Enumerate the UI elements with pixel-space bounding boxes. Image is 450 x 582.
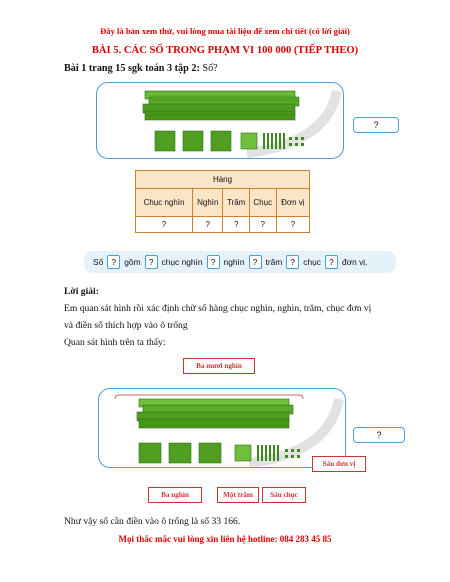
solution-heading: Lời giải: [64,286,99,297]
blocks-illustration-2 [114,394,344,467]
place-value-table: Hàng Chục nghìn Nghìn Trăm Chục Đơn vị ?… [134,170,311,233]
label-sau-chuc: Sáu chục [262,487,306,503]
word-chuc: chục [303,257,321,267]
hundred-flat [240,132,258,150]
col-nghin: Nghìn [192,188,224,217]
solution-conclusion: Như vậy số cần điền vào ô trống là số 33… [64,516,241,527]
lesson-title: BÀI 5. CÁC SỐ TRONG PHẠM VI 100 000 (TIẾ… [91,45,359,56]
unit-cubes-2 [285,449,300,458]
cell-tram[interactable]: ? [222,216,250,233]
col-tram: Trăm [222,188,250,217]
col-don-vi: Đơn vị [275,188,311,217]
word-don-vi: đơn vị. [341,257,368,267]
solution-line-3: Quan sát hình trên ta thấy: [64,337,166,348]
blank-3[interactable]: ? [206,255,220,269]
thousand-blocks [154,130,232,152]
col-chuc-nghin: Chục nghìn [134,188,194,217]
table-header: Hàng [135,170,310,189]
cell-nghin[interactable]: ? [192,216,224,233]
thousand-blocks-2 [138,442,222,464]
exercise-label: Bài 1 trang 15 sgk toán 3 tập 2: [64,63,200,74]
word-nghin: nghìn [223,257,245,267]
tens-rods [263,133,285,149]
cell-chuc[interactable]: ? [248,216,277,233]
word-gom: gồm [124,257,141,267]
blank-4[interactable]: ? [248,255,262,269]
word-so: Số [93,257,104,267]
blank-1[interactable]: ? [107,255,121,269]
exercise-prompt: Số? [202,63,218,74]
ten-thousand-blocks-2 [136,398,294,429]
answer-box-2[interactable]: ? [353,427,405,443]
solution-line-2: và điền số thích hợp vào ô trống [64,320,188,331]
figure-2-panel [98,388,346,468]
col-chuc: Chục [248,188,277,217]
figure-1-panel [96,82,344,159]
blocks-illustration-1 [142,89,342,158]
blank-6[interactable]: ? [324,255,338,269]
cell-don-vi[interactable]: ? [275,216,311,233]
fill-sentence: Số ? gồm ? chục nghìn ? nghìn ? trăm ? c… [84,251,396,273]
preview-notice: Đây là bản xem thử, vui lòng mua tài liệ… [100,26,350,36]
blank-5[interactable]: ? [286,255,300,269]
label-sau-don-vi: Sáu đơn vị [312,456,366,472]
cell-chuc-nghin[interactable]: ? [134,216,194,233]
label-ba-nghin: Ba nghìn [148,487,202,503]
tens-rods-2 [257,445,279,461]
answer-box-1[interactable]: ? [353,117,399,133]
exercise-line: Bài 1 trang 15 sgk toán 3 tập 2: Số? [64,63,218,74]
ten-thousand-blocks [142,90,300,121]
unit-cubes [289,137,304,146]
label-ba-muoi-nghin: Ba mươi nghìn [183,358,255,374]
label-mot-tram: Một trăm [217,487,259,503]
word-chuc-nghin: chục nghìn [161,257,203,267]
hundred-flat-2 [234,444,252,462]
blank-2[interactable]: ? [144,255,158,269]
word-tram: trăm [265,257,283,267]
solution-line-1: Em quan sát hình rồi xác định chữ số hàn… [64,303,372,314]
hotline: Mọi thắc mắc vui lòng xin liên hệ hotlin… [118,534,332,544]
